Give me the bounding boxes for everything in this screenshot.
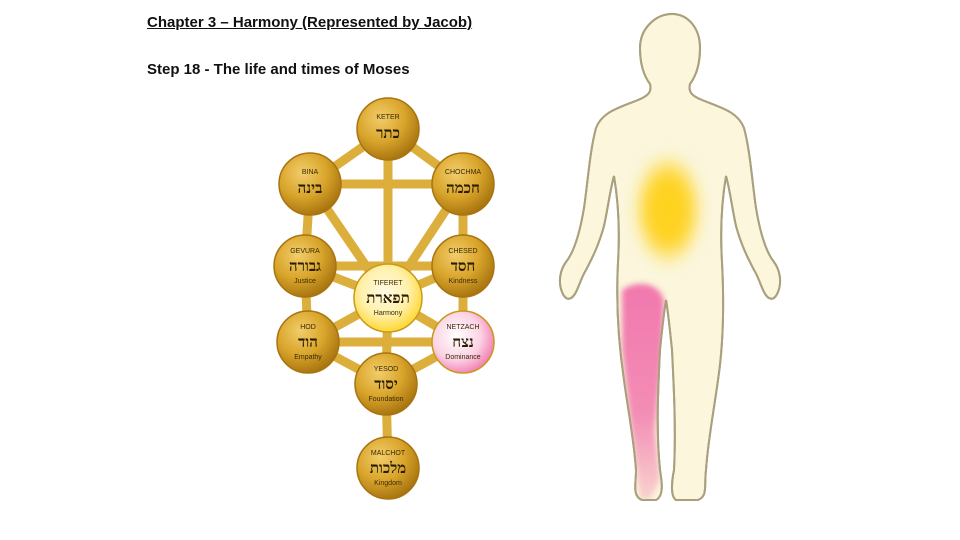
sefira-name: CHESED	[448, 248, 477, 255]
sefira-hebrew: כתר	[376, 124, 400, 142]
sefira-name: HOD	[300, 324, 316, 331]
sefira-malchut: MALCHOT מלכות Kingdom	[356, 436, 420, 500]
sefira-circle	[356, 97, 420, 161]
sefira-hebrew: גבורה	[289, 257, 321, 275]
sefira-chesed: CHESED חסד Kindness	[431, 234, 495, 298]
sefira-name: GEVURA	[290, 248, 320, 255]
sefira-gevura: GEVURA גבורה Justice	[273, 234, 337, 298]
sefira-translation: Dominance	[445, 354, 481, 361]
sefira-name: YESOD	[374, 366, 399, 373]
sefira-name: CHOCHMA	[445, 169, 481, 176]
torso-highlight	[632, 152, 704, 268]
sefira-translation: Harmony	[374, 310, 403, 317]
sefira-circle	[356, 436, 420, 500]
sefira-translation: Empathy	[294, 354, 322, 361]
sefira-hebrew: הוד	[298, 333, 318, 351]
sefira-translation: Foundation	[368, 396, 403, 403]
sefira-name: TIFERET	[373, 280, 403, 287]
sefira-translation: Justice	[294, 278, 316, 285]
sefira-circle	[278, 152, 342, 216]
sefira-circle	[431, 234, 495, 298]
sefira-circle	[431, 310, 495, 374]
sefira-tiferet: TIFERET תפארת Harmony	[353, 263, 423, 333]
chapter-title: Chapter 3 – Harmony (Represented by Jaco…	[147, 14, 473, 31]
sefira-circle	[431, 152, 495, 216]
sefira-translation: Kingdom	[374, 480, 402, 487]
sefira-hebrew: נצח	[452, 333, 474, 351]
sefira-hod: HOD הוד Empathy	[276, 310, 340, 374]
sefira-name: NETZACH	[446, 324, 479, 331]
sefira-hebrew: תפארת	[366, 289, 409, 307]
sefira-circle	[273, 234, 337, 298]
sefirot-nodes: KETER כתר BINA בינה CHOCHMA חכמה GEVURA גבורה Ju…	[273, 97, 495, 500]
sefira-yesod: YESOD יסוד Foundation	[354, 352, 418, 416]
sefira-name: BINA	[302, 169, 319, 176]
sefira-hebrew: מלכות	[370, 459, 406, 477]
sefira-bina: BINA בינה	[278, 152, 342, 216]
step-title: Step 18 - The life and times of Moses	[147, 61, 410, 78]
sefira-hebrew: חכמה	[446, 179, 480, 197]
sefira-keter: KETER כתר	[356, 97, 420, 161]
sefira-name: MALCHOT	[371, 450, 406, 457]
sefira-chochma: CHOCHMA חכמה	[431, 152, 495, 216]
sefira-translation: Kindness	[449, 278, 478, 285]
sefira-circle	[276, 310, 340, 374]
sefira-name: KETER	[376, 114, 399, 121]
sefira-netzach: NETZACH נצח Dominance	[431, 310, 495, 374]
sefira-hebrew: חסד	[451, 257, 476, 275]
sefira-circle	[354, 352, 418, 416]
sefira-circle	[353, 263, 423, 333]
leg-highlight	[622, 283, 664, 500]
sefira-hebrew: בינה	[298, 179, 323, 197]
sefira-hebrew: יסוד	[374, 375, 398, 393]
